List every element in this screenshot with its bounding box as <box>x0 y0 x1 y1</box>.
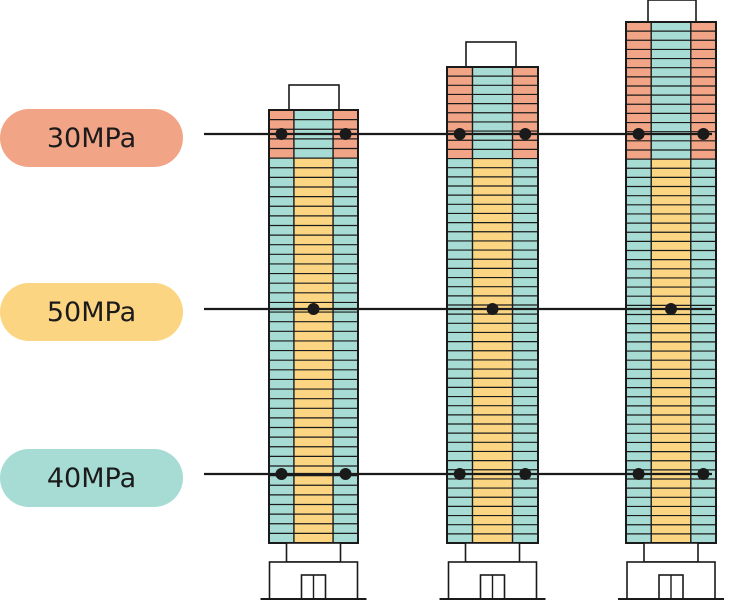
base-neck <box>643 542 699 563</box>
column-point <box>339 128 352 140</box>
column-point <box>632 128 645 140</box>
label-50mpa: 50MPa <box>0 283 183 341</box>
column-point <box>453 128 466 140</box>
core-point <box>665 303 677 315</box>
column-point <box>275 468 288 480</box>
label-40mpa: 40MPa <box>0 449 183 507</box>
column-point <box>632 468 645 480</box>
column-point <box>453 468 466 480</box>
base-neck <box>464 542 521 563</box>
roof-cap <box>288 84 340 111</box>
core-point <box>307 303 320 315</box>
column-point <box>519 128 532 140</box>
column-point <box>697 128 710 140</box>
roof-cap <box>647 0 697 23</box>
column-point <box>339 468 352 480</box>
column-point <box>519 468 532 480</box>
column-point <box>697 468 710 480</box>
label-30mpa: 30MPa <box>0 109 183 167</box>
roof-cap <box>465 41 517 68</box>
base-neck <box>285 542 342 563</box>
column-point <box>275 128 288 140</box>
core-point <box>486 303 499 315</box>
upper-zone-center <box>651 22 691 160</box>
